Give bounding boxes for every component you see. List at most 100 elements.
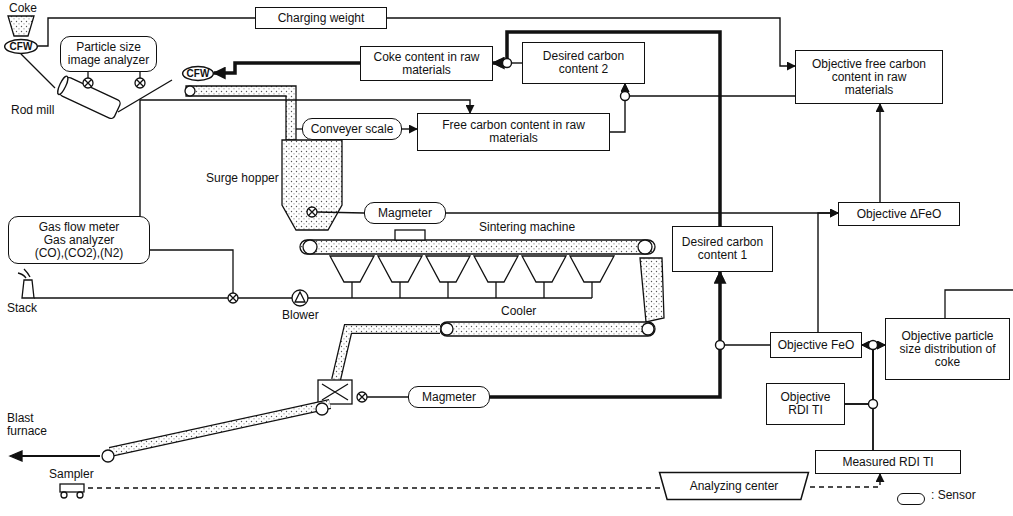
windbox	[378, 256, 422, 282]
process-box: Coke content in raw materials	[360, 46, 493, 81]
sensor-mark-cross	[309, 209, 316, 216]
process-box: Desired carbon content 1	[672, 226, 773, 272]
node-text: Objective free carbon content in raw mat…	[809, 58, 929, 97]
node-text: Analyzing center	[690, 480, 779, 493]
windbox	[570, 256, 614, 282]
part-label: Cooler	[500, 305, 537, 318]
gas-duct	[34, 297, 592, 299]
sample-route	[88, 487, 660, 488]
sensor-box: Conveyer scale	[302, 118, 402, 140]
connector	[446, 212, 838, 213]
product-conveyor-fill	[336, 329, 440, 380]
node-text: Free carbon content in raw materials	[422, 119, 605, 145]
sensor-box: Magmeter	[364, 202, 446, 224]
connector	[818, 213, 838, 332]
sensor-mark	[307, 207, 317, 217]
junction-circle	[621, 92, 630, 101]
sensor-box: Gas flow meter Gas analyzer (CO),(CO2),(…	[8, 216, 150, 264]
connector	[610, 84, 625, 132]
sensor-mark	[83, 78, 93, 88]
sensor-box: Particle size image analyzer	[60, 36, 157, 72]
sampler	[60, 484, 84, 492]
smoke	[18, 269, 30, 278]
product-conveyor	[336, 329, 440, 380]
sensor-box: Magmeter	[408, 386, 490, 408]
part-label: Sintering machine	[478, 221, 576, 234]
node-text: CFW	[10, 41, 33, 53]
signal-line	[945, 290, 1013, 318]
connector	[862, 345, 873, 450]
windbox	[474, 256, 518, 282]
roller	[102, 450, 114, 462]
connector	[490, 272, 720, 397]
sensor-lead	[139, 72, 140, 78]
connector	[214, 63, 360, 73]
windbox-leg	[352, 282, 592, 298]
connector	[879, 104, 880, 202]
sensor-lead	[367, 396, 408, 397]
part-label: Stack	[6, 302, 38, 315]
node-text: Conveyer scale	[311, 123, 394, 136]
weigher-ellipse: CFW	[182, 66, 214, 81]
sampler-wheel	[61, 492, 67, 498]
rod-mill-end	[56, 75, 70, 96]
surge-hopper	[282, 140, 342, 230]
furnace-arrow	[20, 455, 100, 457]
process-box: Desired carbon content 2	[522, 42, 645, 84]
node-text: Charging weight	[278, 12, 365, 25]
sensor-mark-cross	[85, 80, 92, 87]
connector	[873, 345, 885, 450]
sensor-mark	[135, 78, 145, 88]
junction-circle	[869, 400, 878, 409]
legend-swatch	[897, 493, 925, 505]
node-text: CFW	[187, 68, 210, 80]
furnace-conveyor-fill	[110, 404, 330, 452]
node-text: Magmeter	[378, 207, 432, 220]
process-box: Objective FeO	[770, 332, 862, 358]
node-outline-shape	[660, 473, 809, 500]
sensor-mark-ring	[307, 207, 317, 217]
node-text: Desired carbon content 1	[677, 236, 768, 262]
sensor-lead	[150, 250, 233, 293]
part-label: Blast furnace	[6, 412, 66, 438]
sensor-mark-cross	[137, 80, 144, 87]
sensor-mark	[228, 293, 238, 303]
roller	[316, 403, 328, 415]
sensor-lead	[317, 212, 364, 213]
process-box: Objective ΔFeO	[838, 202, 960, 226]
cooler	[440, 322, 655, 336]
node-text: Measured RDI TI	[842, 456, 933, 469]
windbox	[330, 256, 374, 282]
process-box: Measured RDI TI	[815, 450, 961, 474]
node-text: Objective FeO	[778, 339, 855, 352]
sintering-strand	[300, 240, 655, 254]
process-box: Objective RDI TI	[766, 383, 845, 425]
node-text: Gas flow meter Gas analyzer (CO),(CO2),(…	[31, 221, 127, 260]
junction-circle	[716, 341, 725, 350]
node-text: Particle size image analyzer	[65, 41, 152, 67]
process-box: Objective particle size distribution of …	[885, 318, 1010, 380]
sensor-mark-ring	[357, 392, 367, 402]
coke-hopper	[8, 16, 34, 36]
rod-mill-body	[59, 76, 122, 119]
junction-circle	[503, 59, 512, 68]
windbox	[522, 256, 566, 282]
windboxes	[330, 256, 614, 298]
connector	[402, 128, 417, 129]
furnace-conveyor	[110, 404, 330, 452]
sensor-mark-ring	[228, 293, 238, 303]
sensor-mark	[357, 392, 367, 402]
weigher-ellipse: CFW	[4, 39, 38, 54]
plant-drawing	[8, 16, 1013, 498]
node-outline-shape	[5, 40, 38, 54]
sensor-mark-ring	[135, 78, 145, 88]
discharge-chute	[640, 258, 664, 322]
part-label: Sampler	[48, 468, 95, 481]
part-label: Coke	[8, 2, 38, 15]
windbox	[426, 256, 470, 282]
sensor-lead	[87, 72, 88, 78]
roller	[638, 240, 652, 254]
roller	[303, 240, 317, 254]
connector	[720, 272, 770, 345]
sampler-wheel	[77, 492, 83, 498]
